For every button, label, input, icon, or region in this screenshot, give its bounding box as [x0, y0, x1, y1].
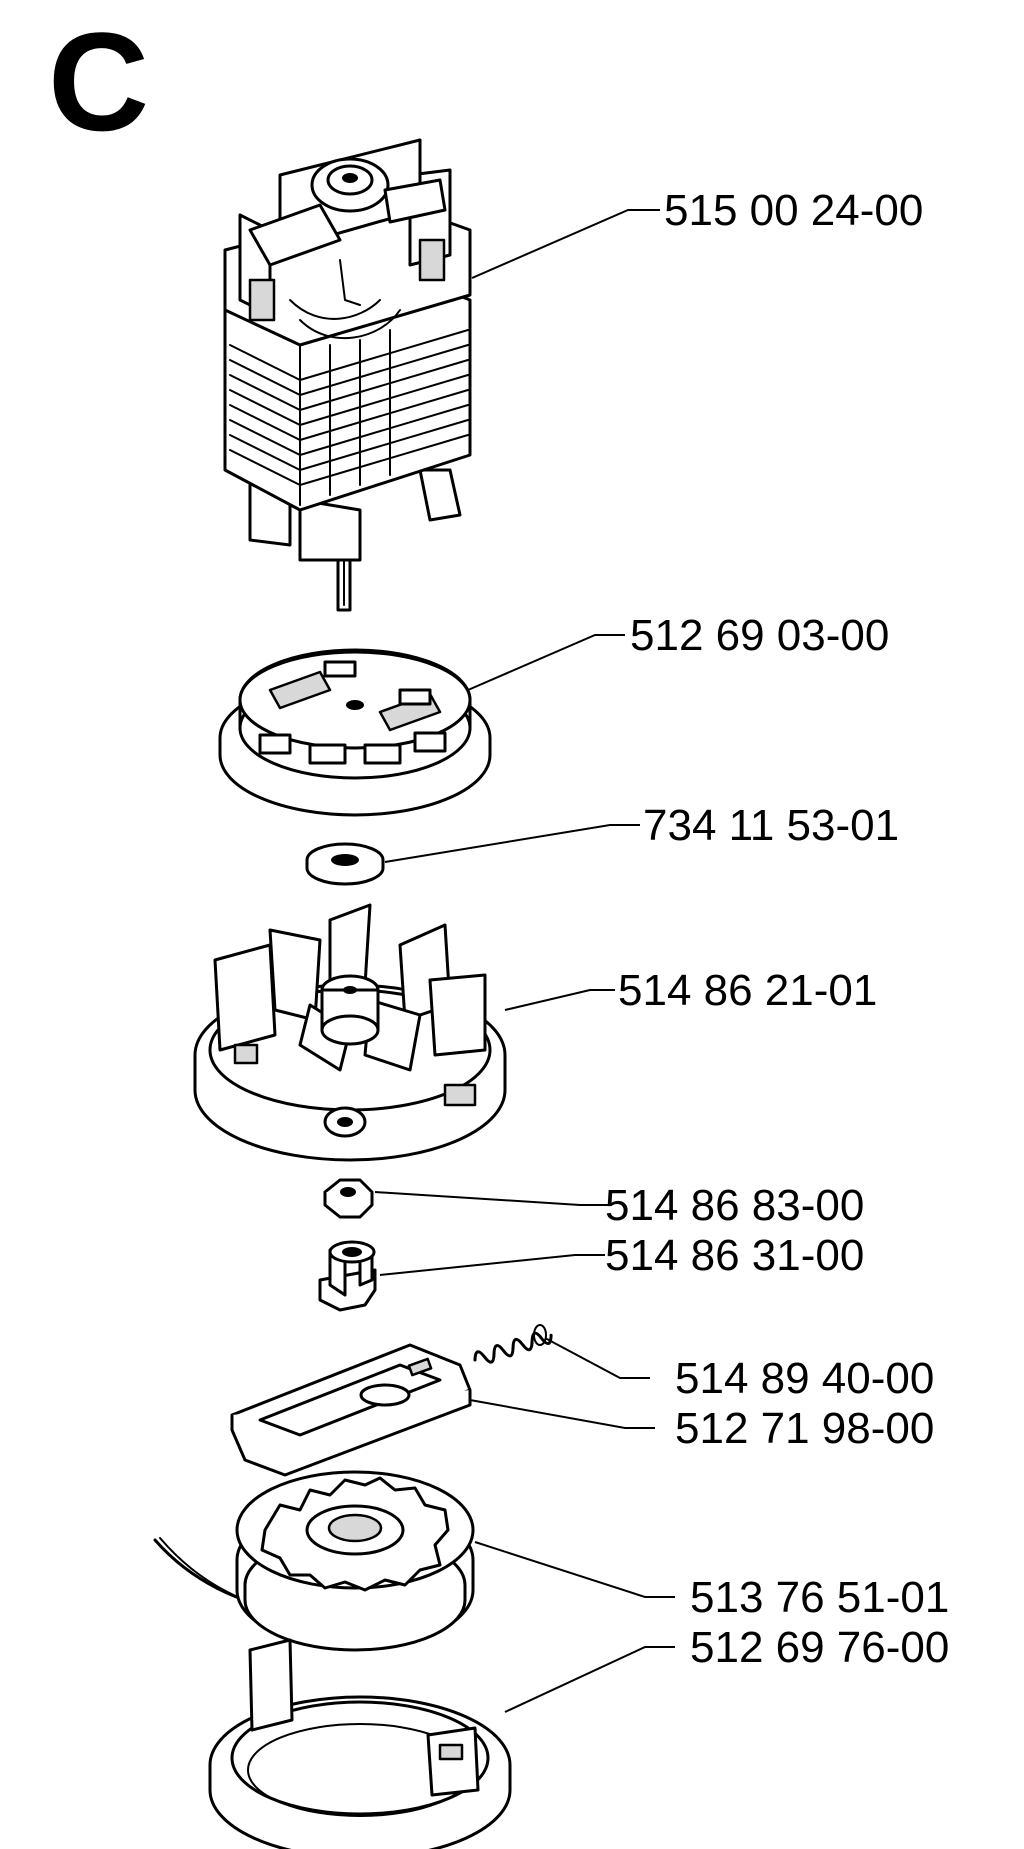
part-number-labels: 515 00 24-00 512 69 03-00 734 11 53-01 5…	[605, 186, 949, 1672]
hex-nut-icon	[323, 1178, 374, 1219]
part-number-spring: 514 89 40-00	[675, 1354, 934, 1403]
part-number-cover: 512 69 76-00	[690, 1623, 949, 1672]
section-letter: C	[48, 3, 149, 160]
spool-cover-icon	[208, 1638, 512, 1849]
part-number-nut: 514 86 83-00	[605, 1181, 864, 1230]
part-number-hub: 514 86 31-00	[605, 1231, 864, 1280]
trimmer-line-spool-icon	[153, 1470, 475, 1652]
part-number-fan: 514 86 21-01	[618, 966, 877, 1015]
washer-icon	[305, 842, 385, 886]
brush-holder-plate-icon	[218, 648, 492, 817]
part-number-spool: 513 76 51-01	[690, 1573, 949, 1622]
slide-lock-icon	[230, 1343, 472, 1477]
fan-housing-icon	[193, 903, 507, 1162]
electric-motor-icon	[223, 138, 472, 612]
leader-lines	[374, 209, 675, 1713]
part-number-slider: 512 71 98-00	[675, 1404, 934, 1453]
part-number-motor: 515 00 24-00	[664, 186, 923, 235]
compression-spring-icon	[473, 1324, 553, 1364]
part-number-washer: 734 11 53-01	[643, 801, 899, 850]
hub-adapter-icon	[318, 1240, 377, 1312]
part-number-brush-holder: 512 69 03-00	[630, 611, 889, 660]
